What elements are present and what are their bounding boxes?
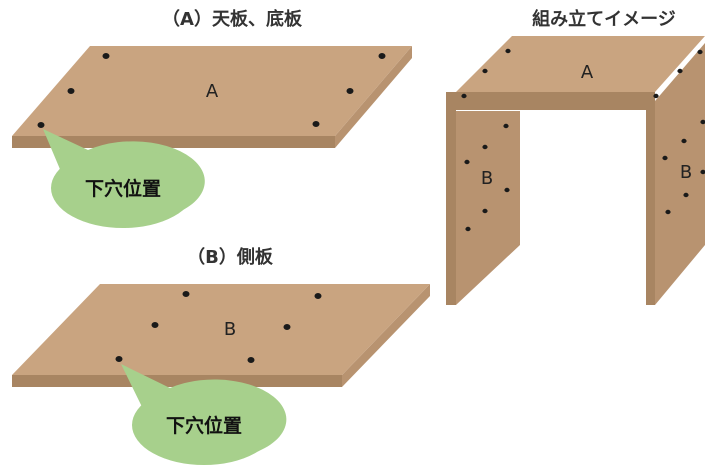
hole	[464, 159, 470, 165]
board-a-holes	[37, 53, 386, 128]
hole	[504, 187, 510, 193]
hole	[662, 155, 668, 161]
title-assembly: 組み立てイメージ	[532, 8, 676, 30]
board-a-side-edge	[335, 46, 412, 148]
hole	[683, 192, 689, 198]
hole	[665, 209, 671, 215]
callout-a: 下穴位置	[43, 129, 205, 228]
board-a-label: A	[206, 81, 219, 102]
hole	[697, 49, 703, 55]
hole	[283, 324, 291, 330]
board-b-label: B	[224, 319, 236, 340]
assembly-left-label: B	[481, 168, 493, 189]
hole	[312, 121, 320, 127]
callout-b: 下穴位置	[121, 364, 287, 465]
assembly-right-panel-edge	[646, 101, 655, 305]
hole	[482, 144, 488, 150]
hole	[378, 53, 386, 59]
assembly-top-underside	[456, 101, 655, 110]
hole	[482, 208, 488, 214]
hole	[681, 138, 687, 144]
board-b-holes	[115, 291, 322, 363]
hole	[102, 53, 110, 59]
assembly-top-label: A	[581, 62, 594, 83]
hole	[505, 48, 511, 54]
title-b-board: （B）側板	[187, 246, 274, 268]
callout-b-text: 下穴位置	[166, 414, 242, 437]
hole	[503, 123, 509, 129]
hole	[115, 356, 123, 362]
assembly-image: A B B	[446, 36, 705, 305]
hole	[67, 88, 75, 94]
hole	[461, 93, 467, 99]
hole	[247, 357, 255, 363]
hole	[346, 88, 354, 94]
assembly-right-label: B	[680, 162, 692, 183]
board-b-top-surface	[12, 284, 430, 375]
callout-a-text: 下穴位置	[85, 177, 161, 200]
board-a-front-edge	[12, 136, 335, 148]
assembly-left-panel	[456, 111, 520, 305]
assembly-right-panel	[655, 43, 705, 305]
hole	[653, 93, 659, 99]
board-a-top-surface	[12, 46, 412, 136]
hole	[700, 119, 705, 125]
board-a: A	[12, 46, 412, 148]
assembly-holes	[461, 48, 705, 232]
assembly-left-panel-edge	[446, 101, 456, 305]
hole	[182, 291, 190, 297]
hole	[677, 68, 683, 74]
hole	[700, 169, 705, 175]
assembly-top-panel	[456, 36, 705, 92]
hole	[314, 293, 322, 299]
hole	[37, 122, 45, 128]
hole	[482, 68, 488, 74]
board-b-front-edge	[12, 375, 342, 387]
hole	[151, 322, 159, 328]
title-a-board: （A）天板、底板	[162, 8, 303, 30]
board-b-side-edge	[342, 284, 430, 387]
board-b: B	[12, 284, 430, 387]
hole	[465, 226, 471, 232]
